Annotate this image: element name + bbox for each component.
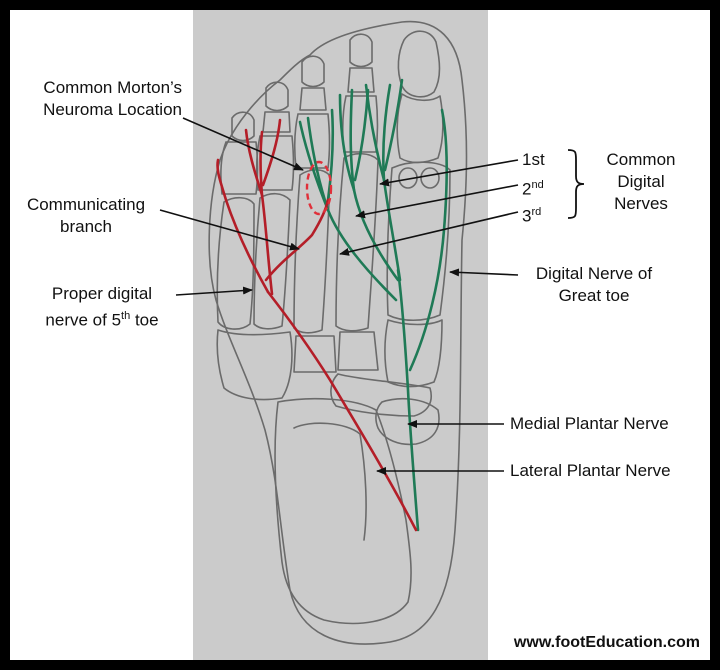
foot-skeleton-drawing (208, 20, 468, 645)
toe3-middle (299, 87, 327, 111)
metatarsal-4 (253, 192, 291, 330)
metatarsal-2 (335, 152, 379, 332)
fourth-digital-branch-b (261, 118, 282, 187)
great-toe-nerve-label: Digital Nerve of Great toe (514, 263, 674, 307)
calcaneus (274, 397, 412, 625)
common-label-line2: Digital (617, 172, 665, 191)
nerve-number-2: 2nd (522, 179, 544, 199)
morton-label-line1: Common Morton’s (43, 78, 182, 97)
communicating-label-line1: Communicating (26, 195, 146, 214)
toe2-middle (347, 67, 375, 93)
talus (375, 397, 440, 446)
sesamoid-2 (420, 167, 440, 189)
toe4-distal (265, 81, 289, 112)
common-digital-nerves-label: Common Digital Nerves (586, 149, 696, 215)
communicating-label-line2: branch (60, 217, 112, 236)
hallux-distal-phalanx (397, 30, 441, 98)
proper-digital-nerve-5th-toe (216, 158, 270, 294)
second-digital-branch-b (353, 88, 370, 182)
watermark: www.footEducation.com (513, 634, 700, 651)
arrow-proper-digital (175, 286, 253, 296)
medial-plantar-nerve-branches (298, 78, 449, 532)
second-digital-branch-a (338, 93, 356, 192)
medial-cuneiform (384, 319, 443, 388)
arrow-third-common (339, 211, 519, 256)
arrow-communicating (159, 209, 300, 251)
medial-plantar-nerve (396, 268, 420, 532)
first-digital-branch-b (383, 78, 404, 172)
third-digital-branch-b (326, 108, 335, 202)
toe2-distal (349, 33, 373, 68)
great-toe-label-line1: Digital Nerve of (535, 264, 653, 283)
metatarsal-5 (216, 196, 255, 330)
arrow-second-common (355, 184, 519, 219)
proper-label-line2: nerve of 5th toe (45, 310, 159, 330)
foot-nerve-diagram (159, 10, 585, 660)
arrow-morton (182, 117, 304, 171)
medial-plantar-nerve-label: Medial Plantar Nerve (510, 414, 669, 433)
proper-label-line1: Proper digital (51, 284, 153, 303)
communicating-branch-label: Communicating branch (12, 194, 160, 238)
metatarsal-3 (293, 169, 331, 334)
morton-neuroma-marker (305, 160, 333, 216)
great-toe-label-line2: Great toe (558, 286, 630, 305)
arrow-great-toe (449, 268, 519, 277)
common-digital-bracket (567, 149, 585, 219)
label-arrows (159, 117, 519, 475)
intermediate-cuneiform (337, 331, 379, 371)
toe3-distal (301, 55, 325, 88)
toe5-proximal (220, 141, 259, 195)
fourth-digital-branch-a (244, 128, 264, 197)
toe4-middle (262, 111, 291, 133)
cuboid (216, 329, 293, 401)
common-label-line3: Nerves (614, 194, 668, 213)
lateral-plantar-nerve-label: Lateral Plantar Nerve (510, 461, 671, 480)
morton-label-line2: Neuroma Location (43, 100, 182, 119)
calcaneus-tuberosity (293, 422, 367, 541)
arrow-first-common (379, 159, 519, 187)
nerve-number-3: 3rd (522, 206, 542, 226)
toe5-distal (231, 111, 255, 142)
diagram-frame: Common Morton’s Neuroma Location Communi… (10, 10, 710, 660)
foot-outline (208, 20, 468, 645)
morton-neuroma-label: Common Morton’s Neuroma Location (10, 77, 182, 121)
proper-digital-nerve-label: Proper digital nerve of 5th toe (28, 283, 176, 332)
nerve-number-1: 1st (522, 150, 545, 169)
hallux-proximal-phalanx (396, 93, 444, 164)
lateral-cuneiform (293, 335, 337, 373)
lateral-plantar-nerve (266, 290, 418, 532)
common-label-line1: Common (606, 150, 676, 169)
